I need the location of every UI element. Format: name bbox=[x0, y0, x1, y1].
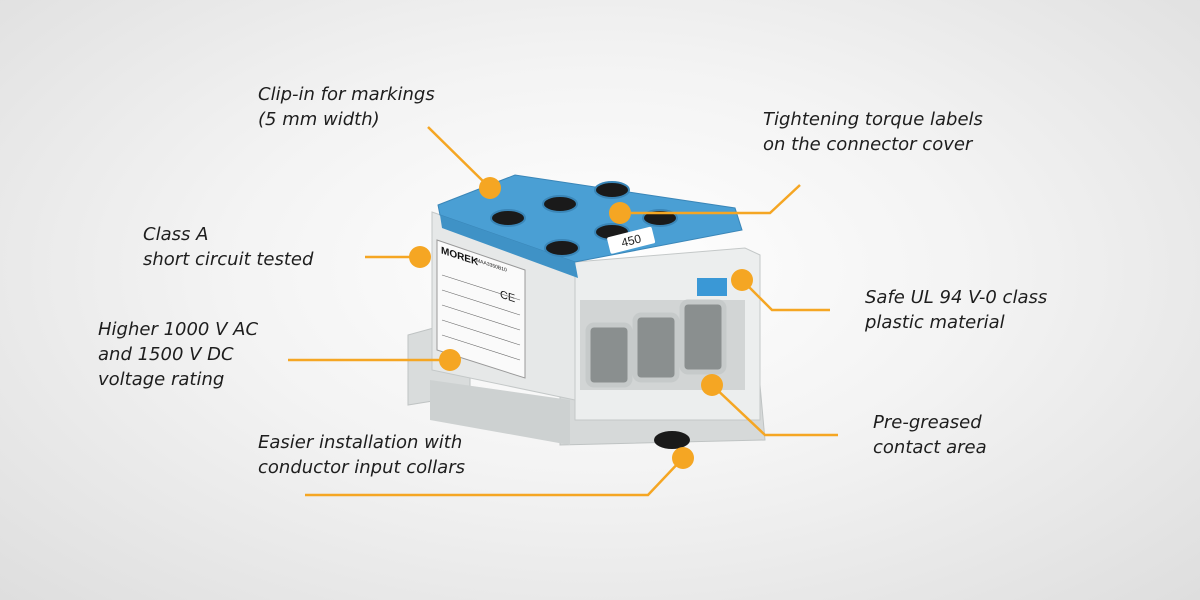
callout-pre-greased: Pre-greased contact area bbox=[873, 412, 987, 458]
blue-clip bbox=[697, 278, 727, 296]
black-clip bbox=[654, 431, 690, 449]
callout-collars: Easier installation with conductor input… bbox=[258, 432, 465, 478]
marker-tag: 450 bbox=[607, 226, 656, 254]
marker-tag-text: 450 bbox=[620, 231, 643, 250]
callout-clip-in: Clip-in for markings (5 mm width) bbox=[258, 84, 435, 130]
ce-mark: CE bbox=[500, 289, 516, 306]
callout-torque-labels: Tightening torque labels on the connecto… bbox=[763, 109, 983, 155]
callout-class-a: Class A short circuit tested bbox=[143, 224, 314, 270]
callout-voltage: Higher 1000 V AC and 1500 V DC voltage r… bbox=[98, 319, 259, 390]
callout-dots bbox=[409, 177, 753, 469]
product-label: MOREK MAA3350B10 CE bbox=[436, 239, 526, 379]
leader-lines bbox=[288, 126, 838, 497]
conductor-entries bbox=[580, 299, 745, 390]
callout-ul94: Safe UL 94 V-0 class plastic material bbox=[865, 287, 1048, 333]
